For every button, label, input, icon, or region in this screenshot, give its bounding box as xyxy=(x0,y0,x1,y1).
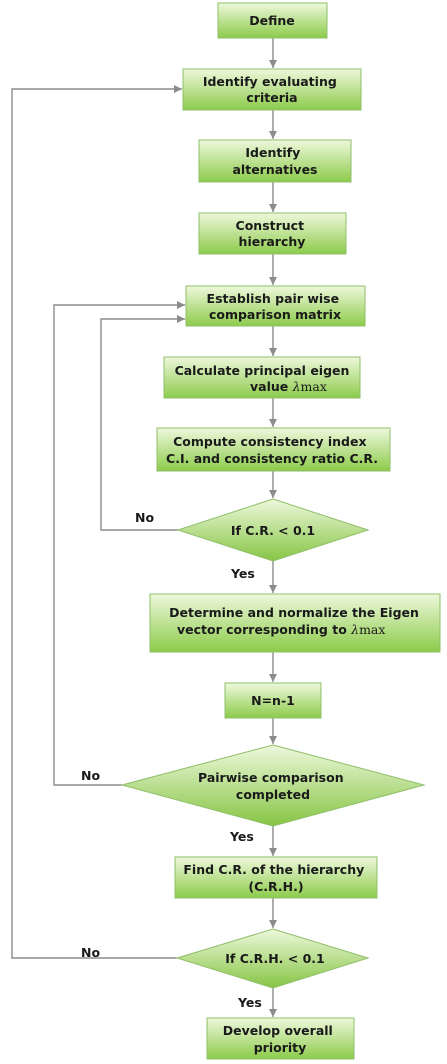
consistency-box xyxy=(156,427,391,472)
hierarchy-box xyxy=(198,212,347,255)
normalize-text: Determine and normalize the Eigen xyxy=(169,605,419,620)
criteria-text: Identify evaluating criteria xyxy=(203,74,341,105)
alternatives-text: Identify alternatives xyxy=(233,145,318,177)
completed-diamond xyxy=(120,744,426,827)
label-yes-crhcheck: Yes xyxy=(237,995,262,1010)
decision-crh-check: If C.R.H. < 0.1 xyxy=(175,928,370,989)
node-criteria: Identify evaluating criteria xyxy=(182,68,362,111)
pairwise-text: Establish pair wise comparison matrix xyxy=(207,291,344,322)
priority-box xyxy=(206,1017,355,1060)
cr-check-diamond xyxy=(176,498,370,562)
cr-check-text: If C.R. < 0.1 xyxy=(231,523,315,538)
node-decrement: N=n-1 xyxy=(224,682,322,719)
label-yes-completed: Yes xyxy=(229,829,254,844)
pairwise-box xyxy=(185,285,366,327)
node-consistency-index: Compute consistency index C.I. and consi… xyxy=(156,427,391,472)
define-text: Define xyxy=(249,13,295,28)
node-alternatives: Identify alternatives xyxy=(198,139,352,183)
crh-text: Find C.R. of the hierarchy (C.R.H.) xyxy=(183,862,368,894)
node-define: Define xyxy=(217,2,328,39)
alternatives-box xyxy=(198,139,352,183)
label-no-crhcheck: No xyxy=(81,945,100,960)
normalize-box xyxy=(149,593,441,653)
node-pairwise-matrix: Establish pair wise comparison matrix xyxy=(185,285,366,327)
decrement-text: N=n-1 xyxy=(251,693,295,708)
hierarchy-text: Construct hierarchy xyxy=(236,218,309,249)
eigen-box xyxy=(163,356,361,399)
node-find-crh: Find C.R. of the hierarchy (C.R.H.) xyxy=(174,856,378,899)
edge-crhcheck-no-loop xyxy=(11,85,182,959)
define-box xyxy=(217,2,328,39)
edge-completed-no-loop xyxy=(53,301,185,786)
crh-check-text: If C.R.H. < 0.1 xyxy=(225,951,325,966)
criteria-box xyxy=(182,68,362,111)
node-hierarchy: Construct hierarchy xyxy=(198,212,347,255)
node-eigen-value: Calculate principal eigen value λmax xyxy=(163,356,361,399)
eigen-text: Calculate principal eigen xyxy=(175,363,350,378)
decrement-box xyxy=(224,682,322,719)
decision-pairwise-completed: Pairwise comparison completed xyxy=(120,744,426,827)
node-normalize-eigen-vector: Determine and normalize the Eigen vector… xyxy=(149,593,441,653)
edge-crcheck-no-loop xyxy=(100,315,185,531)
crh-check-diamond xyxy=(175,928,370,989)
consistency-text: Compute consistency index C.I. and consi… xyxy=(166,434,378,466)
label-yes-crcheck: Yes xyxy=(230,566,255,581)
completed-text: Pairwise comparison completed xyxy=(198,770,348,802)
edges xyxy=(11,38,277,1017)
normalize-text-line2: vector corresponding to λmax xyxy=(177,622,385,637)
decision-cr-check: If C.R. < 0.1 xyxy=(176,498,370,562)
label-no-crcheck: No xyxy=(135,510,154,525)
priority-text: Develop overall priority xyxy=(223,1023,337,1055)
node-overall-priority: Develop overall priority xyxy=(206,1017,355,1060)
label-no-completed: No xyxy=(81,768,100,783)
crh-box xyxy=(174,856,378,899)
eigen-text-line2: value λmax xyxy=(250,379,327,394)
